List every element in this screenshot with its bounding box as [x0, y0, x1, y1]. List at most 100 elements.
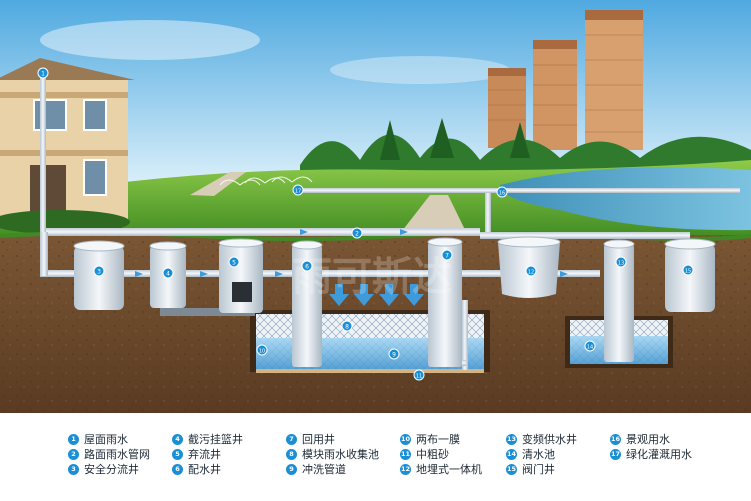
legend-label: 冲洗管道: [302, 463, 346, 476]
legend-item: 2 路面雨水管网: [68, 446, 150, 462]
legend-number: 5: [172, 448, 183, 460]
marker-7: 7: [441, 249, 453, 261]
marker-15: 15: [682, 264, 694, 276]
flow-arrows: [135, 229, 568, 277]
legend-label: 安全分流井: [84, 463, 139, 476]
legend-number: 7: [286, 433, 297, 445]
legend-label: 清水池: [522, 448, 555, 461]
svg-text:5: 5: [232, 259, 236, 266]
svg-text:8: 8: [345, 323, 349, 330]
legend-item: 9 冲洗管道: [286, 461, 346, 477]
well-5: [218, 238, 264, 313]
svg-text:14: 14: [587, 344, 593, 350]
marker-1: 1: [37, 67, 49, 79]
legend-label: 地埋式一体机: [416, 463, 482, 476]
shrubs: [0, 210, 130, 234]
high-rise-buildings: [488, 10, 643, 150]
legend-number: 3: [68, 463, 79, 475]
legend-number: 1: [68, 433, 79, 445]
legend-item: 8 模块雨水收集池: [286, 446, 379, 462]
legend-item: 4 截污挂篮井: [172, 431, 243, 447]
legend-number: 12: [400, 463, 411, 475]
marker-2: 2: [351, 227, 363, 239]
svg-text:17: 17: [295, 188, 301, 194]
marker-12: 12: [525, 265, 537, 277]
well-15: [664, 238, 716, 312]
legend-number: 2: [68, 448, 79, 460]
watermark: 雨可斯达: [292, 254, 452, 300]
cloud: [40, 20, 260, 60]
svg-text:12: 12: [528, 269, 534, 275]
legend-label: 弃流井: [188, 448, 221, 461]
svg-text:1: 1: [41, 70, 45, 77]
legend-number: 6: [172, 463, 183, 475]
legend-number: 15: [506, 463, 517, 475]
legend-item: 7 回用井: [286, 431, 335, 447]
legend-number: 13: [506, 433, 517, 445]
svg-text:9: 9: [392, 351, 396, 358]
marker-4: 4: [162, 267, 174, 279]
svg-text:3: 3: [97, 268, 101, 275]
legend-label: 绿化灌溉用水: [626, 448, 692, 461]
legend-label: 中粗砂: [416, 448, 449, 461]
legend-number: 9: [286, 463, 297, 475]
svg-text:6: 6: [305, 263, 309, 270]
svg-text:10: 10: [259, 348, 265, 354]
svg-text:11: 11: [416, 373, 422, 379]
cloud: [330, 56, 510, 84]
landscape-pond: [500, 167, 751, 231]
legend-item: 11 中粗砂: [400, 446, 449, 462]
markers: 1 2 3 4 5 6 7 8 9 10 11 12 13 14 15 16 1…: [37, 67, 694, 381]
legend-number: 14: [506, 448, 517, 460]
legend-number: 11: [400, 448, 411, 460]
svg-text:2: 2: [355, 230, 359, 237]
legend-label: 截污挂篮井: [188, 433, 243, 446]
legend-item: 15 阀门井: [506, 461, 555, 477]
legend-label: 配水井: [188, 463, 221, 476]
legend-number: 16: [610, 433, 621, 445]
inflow-arrows: [329, 284, 424, 306]
legend-number: 10: [400, 433, 411, 445]
legend-item: 14 清水池: [506, 446, 555, 462]
legend-item: 5 弃流井: [172, 446, 221, 462]
legend-item: 1 屋面雨水: [68, 431, 128, 447]
legend-item: 6 配水井: [172, 461, 221, 477]
marker-16: 16: [496, 186, 508, 198]
legend-number: 4: [172, 433, 183, 445]
legend-label: 阀门井: [522, 463, 555, 476]
legend-label: 模块雨水收集池: [302, 448, 379, 461]
legend-label: 屋面雨水: [84, 433, 128, 446]
legend-item: 10 两布一膜: [400, 431, 460, 447]
legend-number: 17: [610, 448, 621, 460]
svg-text:4: 4: [166, 270, 170, 277]
well-3: [73, 240, 125, 310]
well-6: [291, 240, 323, 367]
marker-13: 13: [615, 256, 627, 268]
legend-label: 路面雨水管网: [84, 448, 150, 461]
well-13: [603, 239, 635, 362]
system-illustration: 雨可斯达 1 2 3 4 5 6 7 8 9 10 11 12 13 14 15…: [0, 0, 751, 413]
marker-5: 5: [228, 256, 240, 268]
marker-14: 14: [584, 340, 596, 352]
well-7: [427, 237, 463, 367]
marker-6: 6: [301, 260, 313, 272]
marker-17: 17: [292, 184, 304, 196]
legend-item: 17 绿化灌溉用水: [610, 446, 692, 462]
legend-label: 回用井: [302, 433, 335, 446]
sprinklers: [219, 176, 313, 186]
legend-label: 两布一膜: [416, 433, 460, 446]
tree-line: [300, 118, 751, 175]
legend-label: 景观用水: [626, 433, 670, 446]
legend-number: 8: [286, 448, 297, 460]
svg-text:16: 16: [499, 190, 505, 196]
sand-layer: [256, 369, 484, 373]
legend-item: 16 景观用水: [610, 431, 670, 447]
svg-text:7: 7: [445, 252, 449, 259]
marker-3: 3: [93, 265, 105, 277]
marker-10: 10: [256, 344, 268, 356]
svg-text:15: 15: [685, 268, 691, 274]
marker-9: 9: [388, 348, 400, 360]
marker-8: 8: [341, 320, 353, 332]
